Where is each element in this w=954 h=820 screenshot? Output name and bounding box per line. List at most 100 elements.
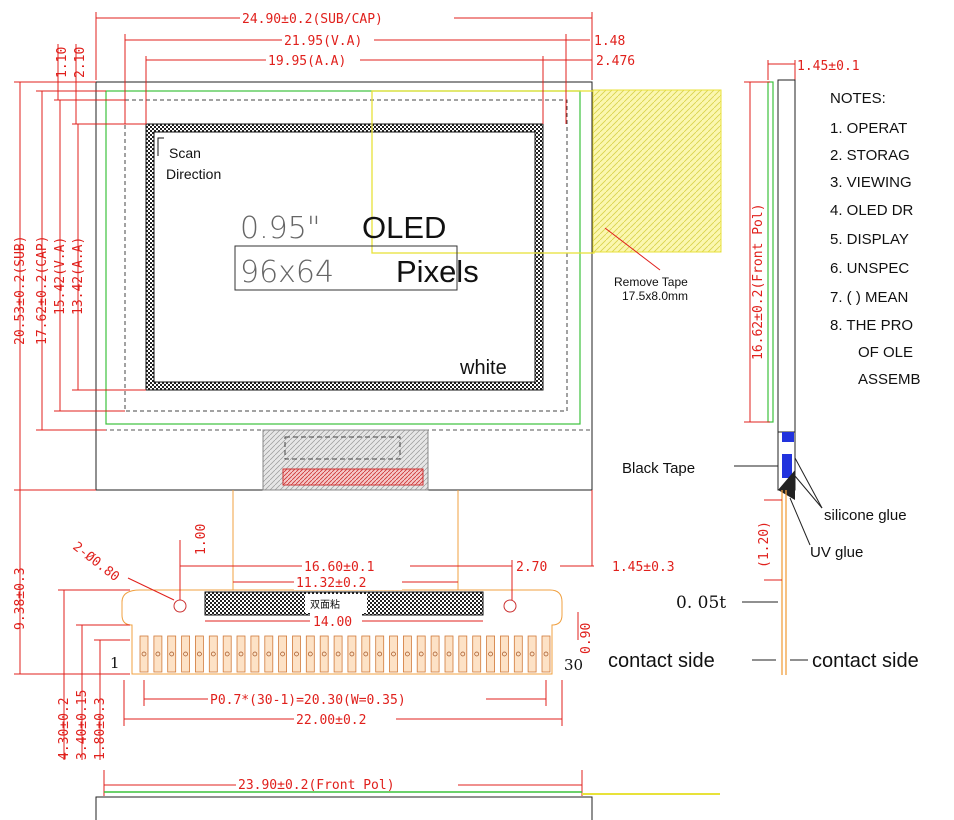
- tape-label-bg: [305, 594, 367, 613]
- dim-fpc-width: 22.00±0.2: [296, 713, 366, 728]
- note-7: 7. ( ) MEAN: [830, 289, 908, 306]
- fpc-pin-via: [405, 651, 410, 657]
- resolution-light-text: 96x64: [240, 255, 334, 290]
- remove-tape-label-1: Remove Tape: [614, 275, 688, 289]
- dim-tape-span: 14.00: [313, 615, 352, 630]
- fpc-pin: [333, 635, 343, 673]
- left-dimensions: 20.53±0.2(SUB) 17.62±0.2(CAP) 15.42(V.A)…: [13, 44, 146, 675]
- dim-fpc-h3: 1.80±0.3: [93, 697, 108, 760]
- uv-glue-label: UV glue: [810, 544, 863, 561]
- fpc-pin: [430, 635, 440, 673]
- note-8-cont-2: ASSEMB: [858, 371, 921, 388]
- fpc-pin-via: [252, 651, 258, 657]
- dim-front-pol-width: 23.90±0.2(Front Pol): [238, 778, 395, 793]
- color-label: white: [459, 357, 507, 379]
- fpc-pin: [486, 635, 496, 673]
- dim-top-1: 1.10: [55, 47, 70, 78]
- dim-bend: (1.20): [757, 521, 772, 568]
- fpc-pin-via: [432, 651, 438, 657]
- bottom-substrate: [95, 796, 593, 820]
- fpc-pin-via: [169, 651, 175, 657]
- black-tape-label: Black Tape: [622, 460, 695, 477]
- fpc-pin: [305, 635, 315, 673]
- dim-va-height: 15.42(V.A): [53, 237, 68, 315]
- fpc-pin: [264, 635, 274, 673]
- fpc-pin-via: [502, 651, 507, 657]
- size-bold-text: OLED: [362, 210, 446, 245]
- pin-1-label: 1: [110, 654, 120, 672]
- fpc-pin: [361, 635, 371, 673]
- size-light-text: 0.95": [240, 211, 321, 246]
- fpc-pin-via: [197, 651, 202, 657]
- fpc-pin-via: [460, 651, 466, 657]
- fpc-pin-via: [307, 651, 313, 657]
- note-6: 6. UNSPEC: [830, 260, 909, 277]
- fpc-pin: [167, 635, 177, 673]
- viewing-area-outline: [124, 99, 568, 412]
- fpc-pin-via: [224, 651, 230, 657]
- side-glue-blue-2: [782, 454, 792, 478]
- fpc-pin-via: [446, 651, 452, 657]
- fpc-pin: [513, 635, 523, 673]
- dim-stiffener-span: 11.32±0.2: [296, 576, 366, 591]
- fpc-pin-via: [294, 651, 299, 657]
- fpc-pin-via: [210, 651, 216, 657]
- resolution-box: [234, 245, 458, 291]
- fpc-pin-via: [349, 651, 355, 657]
- fpc-dimensions: 2-Ø0.80 1.00 16.60±0.1 2.70 1.45±0.3 11.…: [57, 490, 675, 760]
- fpc-pin-via: [183, 651, 188, 657]
- notes-block: NOTES: 1. OPERAT 2. STORAG 3. VIEWING 4.…: [830, 90, 921, 388]
- dim-hole-offset: 1.00: [194, 524, 209, 555]
- fpc-pin-via: [488, 651, 493, 657]
- fpc-pin-via: [377, 651, 383, 657]
- note-1: 1. OPERAT: [830, 120, 907, 137]
- fpc-pin: [292, 635, 301, 673]
- fpc-pin: [499, 635, 509, 673]
- mount-hole-left: [173, 599, 187, 613]
- fpc-pin-via: [321, 651, 327, 657]
- dim-front-pol-height: 16.62±0.2(Front Pol): [751, 203, 766, 360]
- dim-hole-span: 16.60±0.1: [304, 560, 374, 575]
- fpc-pin: [181, 635, 191, 673]
- fpc-pin: [194, 635, 204, 673]
- fpc-pin: [402, 635, 412, 673]
- pin-30-label: 30: [564, 656, 583, 674]
- dim-pitch: P0.7*(30-1)=20.30(W=0.35): [210, 693, 406, 708]
- contact-side-left: contact side: [608, 650, 715, 672]
- tape-label: 双面粘: [310, 598, 340, 611]
- fpc-pin: [375, 635, 385, 673]
- mount-hole-right: [503, 599, 517, 613]
- contact-side-right: contact side: [812, 650, 919, 672]
- note-3: 3. VIEWING: [830, 174, 912, 191]
- active-area: [153, 131, 536, 383]
- fpc-pin-via: [474, 651, 480, 657]
- dim-aa-height: 13.42(A.A): [71, 237, 86, 315]
- fpc-pin: [153, 635, 163, 673]
- fpc-pin: [250, 635, 260, 673]
- side-glue-blue: [782, 432, 794, 442]
- dim-fpc-offset-right: 1.45±0.3: [612, 560, 675, 575]
- fpc-pin: [236, 635, 246, 673]
- remove-tape-label-2: 17.5x8.0mm: [622, 289, 688, 303]
- fpc-pin-via: [363, 651, 369, 657]
- fpc-pin: [527, 635, 537, 673]
- dim-right-2: 2.476: [596, 54, 635, 69]
- scan-arrow: [157, 137, 164, 156]
- fpc-pin: [319, 635, 329, 673]
- notes-title: NOTES:: [830, 90, 886, 107]
- fpc-pin: [389, 635, 398, 673]
- remove-tape-tab: [592, 89, 722, 253]
- note-8-cont-1: OF OLE: [858, 344, 913, 361]
- fpc-pin: [444, 635, 454, 673]
- dim-fpc-h2: 3.40±0.15: [75, 690, 90, 760]
- note-5: 5. DISPLAY: [830, 231, 909, 248]
- dim-sub-cap: 24.90±0.2(SUB/CAP): [242, 12, 383, 27]
- dim-hole-dia: 2-Ø0.80: [70, 539, 122, 585]
- fpc-pin-via: [418, 651, 424, 657]
- fpc-pin-via: [543, 651, 549, 657]
- dim-fpc-edge-right: 2.70: [516, 560, 547, 575]
- dim-aa: 19.95(A.A): [268, 54, 346, 69]
- side-cap-glass: [777, 79, 796, 433]
- note-2: 2. STORAG: [830, 147, 910, 164]
